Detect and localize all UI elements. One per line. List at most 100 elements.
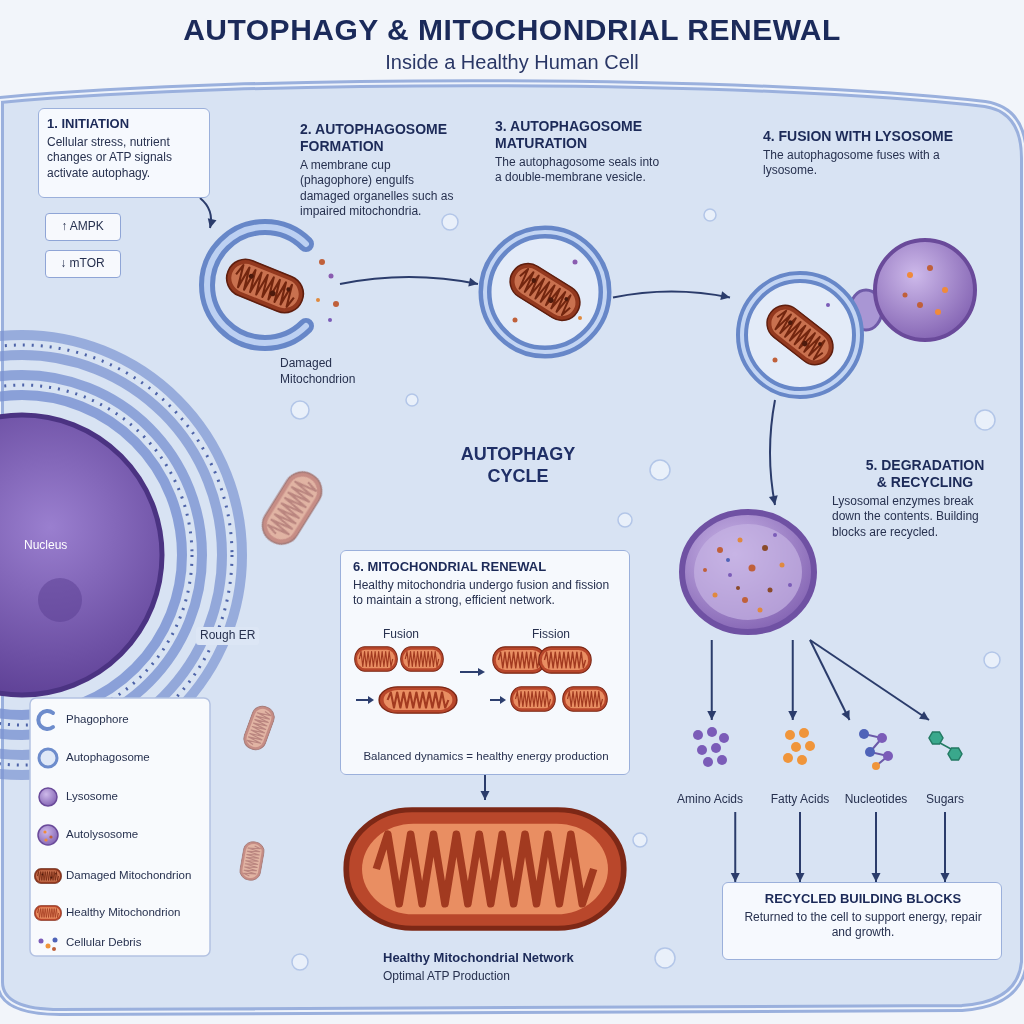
autophagosome <box>485 232 605 352</box>
flow-line <box>875 812 877 882</box>
molecule-figure: Nucleotides <box>840 720 913 812</box>
legend-panel <box>34 905 61 920</box>
rough-er <box>0 385 192 725</box>
mitochondrial-dynamics <box>356 699 368 701</box>
autolysosome <box>780 563 785 568</box>
arrow-head <box>468 278 478 287</box>
mitochondrial-dynamics <box>478 668 485 676</box>
legend-panel <box>30 698 210 956</box>
autolysosome <box>738 538 743 543</box>
renewal-panel-ground <box>340 550 630 775</box>
nucleus <box>0 415 162 695</box>
stage-figure: 2. AUTOPHAGOSOME FORMATIONA membrane cup… <box>200 228 340 340</box>
autolysosome <box>762 545 768 551</box>
autophagosome <box>503 257 586 327</box>
nucleotide-icon <box>877 733 887 743</box>
node-heading: 1. INITIATION <box>47 116 203 132</box>
legend-text: Cellular Debris <box>66 936 141 950</box>
flow-arrow <box>810 640 850 720</box>
node-text: A membrane cup (phagophore) engulfs dama… <box>300 158 465 220</box>
legend-text: Autolysosome <box>66 828 138 842</box>
flow-line <box>711 640 713 720</box>
autophagosome <box>513 318 518 323</box>
vesicle <box>291 209 1000 970</box>
mitochondrion <box>238 840 265 882</box>
node-heading: 4. FUSION WITH LYSOSOME <box>763 128 993 145</box>
amino-acid-icon <box>719 733 729 743</box>
autolysosome <box>768 588 773 593</box>
autophagosome <box>578 316 582 320</box>
autolysosome <box>694 524 802 620</box>
node-heading: 6. MITOCHONDRIAL RENEWAL <box>353 559 619 575</box>
mitochondrial-dynamics <box>368 696 374 704</box>
phagophore <box>333 301 339 307</box>
phagophore <box>328 318 332 322</box>
fatty-acid-icon <box>783 728 815 765</box>
phagophore <box>207 227 339 343</box>
renewal-panel-ground <box>340 550 630 775</box>
mitochondrial-dynamics <box>490 699 500 701</box>
node-text: Fusion <box>361 627 441 643</box>
signal-chip: ↑ AMPK <box>45 213 121 241</box>
legend-panel <box>44 838 47 841</box>
mitochondrion <box>238 465 328 882</box>
mitochondrion <box>255 465 328 551</box>
diagram-title: AUTOPHAGY & MITOCHONDRIAL RENEWAL <box>0 12 1024 48</box>
vesicle <box>650 460 670 480</box>
vesicle <box>975 410 995 430</box>
flow-arrow <box>613 291 730 300</box>
arrow-head <box>919 711 929 720</box>
molecule-figure: Sugars <box>919 720 971 812</box>
flow-arrow <box>941 812 950 882</box>
legend-panel <box>53 938 58 943</box>
legend-text: Damaged Mitochondrion <box>66 869 191 883</box>
flow-line <box>734 812 736 882</box>
flow-line <box>810 640 929 720</box>
lysosome-fusion <box>773 358 778 363</box>
mitochondrial-dynamics <box>379 687 457 713</box>
phagophore <box>329 274 334 279</box>
autolysosome <box>713 593 718 598</box>
flow-line <box>613 292 730 298</box>
flow-line <box>799 812 801 882</box>
nucleotide-icon <box>883 751 893 761</box>
autolysosome <box>742 597 748 603</box>
arrow-head <box>481 791 490 800</box>
flow-line <box>770 400 775 505</box>
autophagosome <box>573 260 578 265</box>
arrow-head <box>720 291 730 300</box>
autolysosome <box>682 512 814 632</box>
flow-line <box>340 277 478 284</box>
legend-panel <box>43 830 46 833</box>
node-text: The autophagosome fuses with a lysosome. <box>763 148 943 179</box>
node-heading: 3. AUTOPHAGOSOME MATURATION <box>495 118 665 152</box>
autolysosome <box>736 586 740 590</box>
autolysosome <box>749 565 756 572</box>
nucleus <box>38 578 82 622</box>
fatty-acid-icon <box>785 730 795 740</box>
arrow-head <box>731 873 740 882</box>
flow-arrow <box>769 400 778 505</box>
arrow-head <box>841 710 849 720</box>
callout-label: Damaged Mitochondrion <box>280 356 372 387</box>
flow-line <box>810 640 850 720</box>
autophagosome <box>485 232 605 352</box>
arrow-head <box>796 873 805 882</box>
node-heading: 5. DEGRADATION & RECYCLING <box>862 457 988 491</box>
organelle-figure: Healthy Mitochondrial NetworkOptimal ATP… <box>338 800 632 992</box>
fatty-acid-icon <box>783 753 793 763</box>
node-text: ↑ AMPK <box>46 219 119 235</box>
node-text: Nucleotides <box>840 792 913 808</box>
lysosome-fusion <box>917 302 923 308</box>
lysosome-fusion <box>907 272 913 278</box>
autolysosome <box>726 558 730 562</box>
summary-box: RECYCLED BUILDING BLOCKSReturned to the … <box>722 882 1002 960</box>
node-text: Lysosomal enzymes break down the content… <box>832 494 1002 541</box>
mitochondrion <box>241 703 277 753</box>
mitochondrial-dynamics <box>460 671 478 673</box>
mitochondrial-dynamics <box>493 647 545 673</box>
mitochondrial-dynamics <box>563 687 608 711</box>
healthy-mitochondrion <box>346 810 623 928</box>
nucleotide-icon <box>859 729 893 770</box>
legend-text: Autophagosome <box>66 751 150 765</box>
